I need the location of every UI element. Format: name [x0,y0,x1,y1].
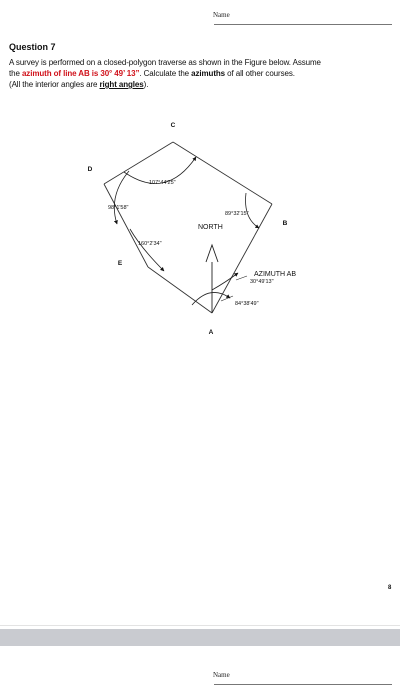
question-line-3: (All the interior angles are right angle… [9,79,393,90]
page-gap-band [0,629,400,646]
traverse-figure: C D B E A 107°44'25" 98°1'58" 160°2'34" … [88,122,297,336]
point-a-label: A [209,329,214,336]
azimuth-arc [211,272,239,291]
azimuths-bold: azimuths [191,69,226,78]
north-label: NORTH [198,224,223,231]
name-rule [214,23,392,25]
line-ae [147,266,213,314]
text-span: of all other courses. [225,69,295,78]
footer-name-line: Name [213,671,400,687]
line-ba [211,203,273,314]
arc-b [245,192,260,229]
page-number: 8 [388,585,392,591]
line-cb [172,141,273,205]
text-span: the [9,69,22,78]
text-span: . Calculate the [139,69,192,78]
point-d-label: D [88,166,93,173]
question-title: Question 7 [9,42,56,52]
question-line-1: A survey is performed on a closed-polygo… [9,58,321,67]
header-name-line: Name [213,11,400,27]
azimuth-value: 30°49'13" [250,279,274,285]
angle-a-label: 84°38'49" [235,301,259,307]
angle-b-label: 89°32'15" [225,211,249,217]
footer-name-label: Name [213,671,230,679]
page [0,0,400,628]
line-dc [103,141,174,185]
question-line-2: the azimuth of line AB is 30° 49’ 13”. C… [9,68,393,79]
angle-arcs [113,156,260,306]
arc-c [123,156,197,184]
azimuth-leader [235,275,248,281]
line-ed [103,183,149,268]
page-divider [0,625,400,626]
angle-c-label: 107°44'25" [149,180,176,186]
north-arrow [205,243,219,313]
header-name-label: Name [213,11,230,19]
point-c-label: C [171,122,176,129]
right-angles-underlined: right angles [99,80,144,89]
angle-d-label: 98°1'58" [108,205,129,211]
arc-d [113,170,130,225]
text-span: (All the interior angles are [9,80,100,89]
traverse-polygon [103,141,273,314]
angle-e-label: 160°2'34" [138,241,162,247]
name-rule [214,683,392,685]
point-b-label: B [283,220,288,227]
azimuth-highlight: azimuth of line AB is 30° 49’ 13” [21,69,140,78]
angle-a-leader [220,295,234,302]
arc-e [129,228,165,272]
point-e-label: E [118,260,123,267]
arc-a [191,292,231,306]
azimuth-label: AZIMUTH AB [254,271,296,278]
question-text: A survey is performed on a closed-polygo… [9,57,393,90]
text-span: ). [143,80,149,89]
